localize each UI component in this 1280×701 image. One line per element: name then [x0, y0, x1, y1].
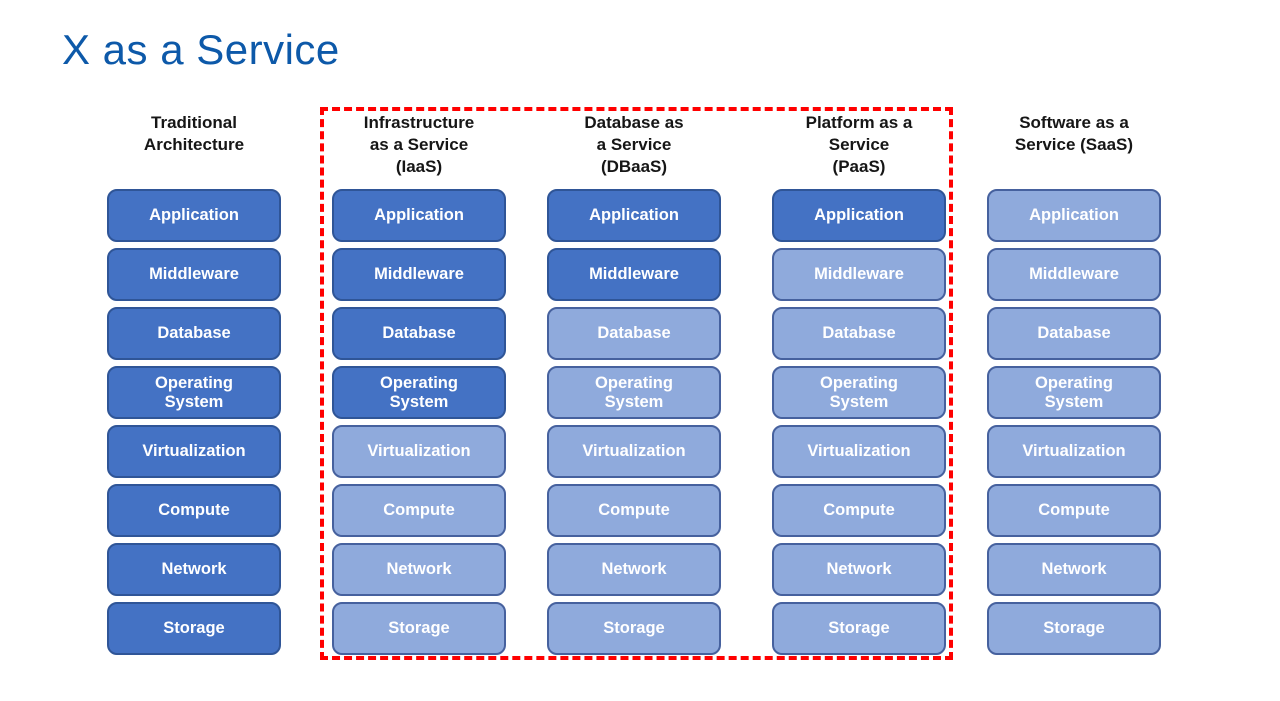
layer-box-iaas-middleware: Middleware [332, 248, 506, 301]
layer-box-iaas-storage: Storage [332, 602, 506, 655]
layer-box-traditional-virtualization: Virtualization [107, 425, 281, 478]
layer-box-paas-application: Application [772, 189, 946, 242]
column-iaas: Infrastructure as a Service (IaaS) Applic… [332, 112, 506, 672]
layer-box-saas-compute: Compute [987, 484, 1161, 537]
layer-box-paas-network: Network [772, 543, 946, 596]
column-header-saas: Software as a Service (SaaS) [1014, 113, 1134, 154]
layer-box-dbaas-application: Application [547, 189, 721, 242]
layer-box-traditional-middleware: Middleware [107, 248, 281, 301]
column-header-dbaas: Database as a Service (DBaaS) [584, 113, 684, 176]
layer-box-saas-storage: Storage [987, 602, 1161, 655]
layer-box-saas-application: Application [987, 189, 1161, 242]
layer-box-saas-operating-system: Operating System [987, 366, 1161, 419]
layer-box-saas-network: Network [987, 543, 1161, 596]
layer-box-traditional-storage: Storage [107, 602, 281, 655]
layer-box-paas-operating-system: Operating System [772, 366, 946, 419]
layer-box-paas-middleware: Middleware [772, 248, 946, 301]
layer-box-traditional-compute: Compute [107, 484, 281, 537]
layer-box-traditional-network: Network [107, 543, 281, 596]
column-dbaas: Database as a Service (DBaaS) Application… [547, 112, 721, 672]
layer-box-dbaas-middleware: Middleware [547, 248, 721, 301]
column-header-iaas: Infrastructure as a Service (IaaS) [363, 113, 475, 176]
layer-box-paas-database: Database [772, 307, 946, 360]
layer-box-paas-storage: Storage [772, 602, 946, 655]
layer-box-paas-virtualization: Virtualization [772, 425, 946, 478]
layer-box-dbaas-storage: Storage [547, 602, 721, 655]
layer-box-iaas-virtualization: Virtualization [332, 425, 506, 478]
layer-box-iaas-operating-system: Operating System [332, 366, 506, 419]
layer-box-traditional-application: Application [107, 189, 281, 242]
layer-box-dbaas-virtualization: Virtualization [547, 425, 721, 478]
layer-box-iaas-network: Network [332, 543, 506, 596]
layer-box-traditional-database: Database [107, 307, 281, 360]
layer-box-saas-middleware: Middleware [987, 248, 1161, 301]
layer-box-dbaas-compute: Compute [547, 484, 721, 537]
layer-box-iaas-application: Application [332, 189, 506, 242]
layer-box-paas-compute: Compute [772, 484, 946, 537]
layer-box-dbaas-database: Database [547, 307, 721, 360]
layer-box-iaas-database: Database [332, 307, 506, 360]
layer-box-dbaas-operating-system: Operating System [547, 366, 721, 419]
layer-box-dbaas-network: Network [547, 543, 721, 596]
layer-box-saas-database: Database [987, 307, 1161, 360]
column-header-traditional: Traditional Architecture [143, 113, 245, 154]
layer-box-traditional-operating-system: Operating System [107, 366, 281, 419]
layer-box-saas-virtualization: Virtualization [987, 425, 1161, 478]
column-header-paas: Platform as a Service (PaaS) [805, 113, 913, 176]
layer-box-iaas-compute: Compute [332, 484, 506, 537]
page-title: X as a Service [62, 26, 340, 73]
